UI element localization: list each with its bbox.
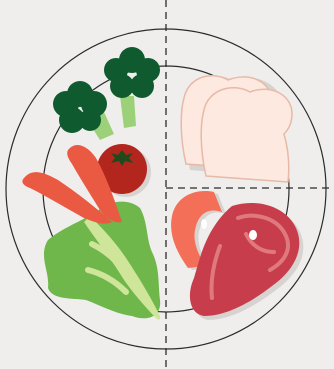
broccoli — [53, 47, 160, 140]
broccoli-floret-left — [53, 81, 107, 133]
bread-slice-front — [201, 88, 292, 182]
steak — [190, 203, 303, 320]
broccoli-stem-right — [120, 96, 136, 128]
shrimp-eye — [201, 219, 207, 229]
broccoli-floret-right — [104, 47, 160, 98]
portion-divider — [166, 0, 334, 369]
bread-slices — [181, 76, 292, 182]
steak-bone — [249, 230, 257, 240]
